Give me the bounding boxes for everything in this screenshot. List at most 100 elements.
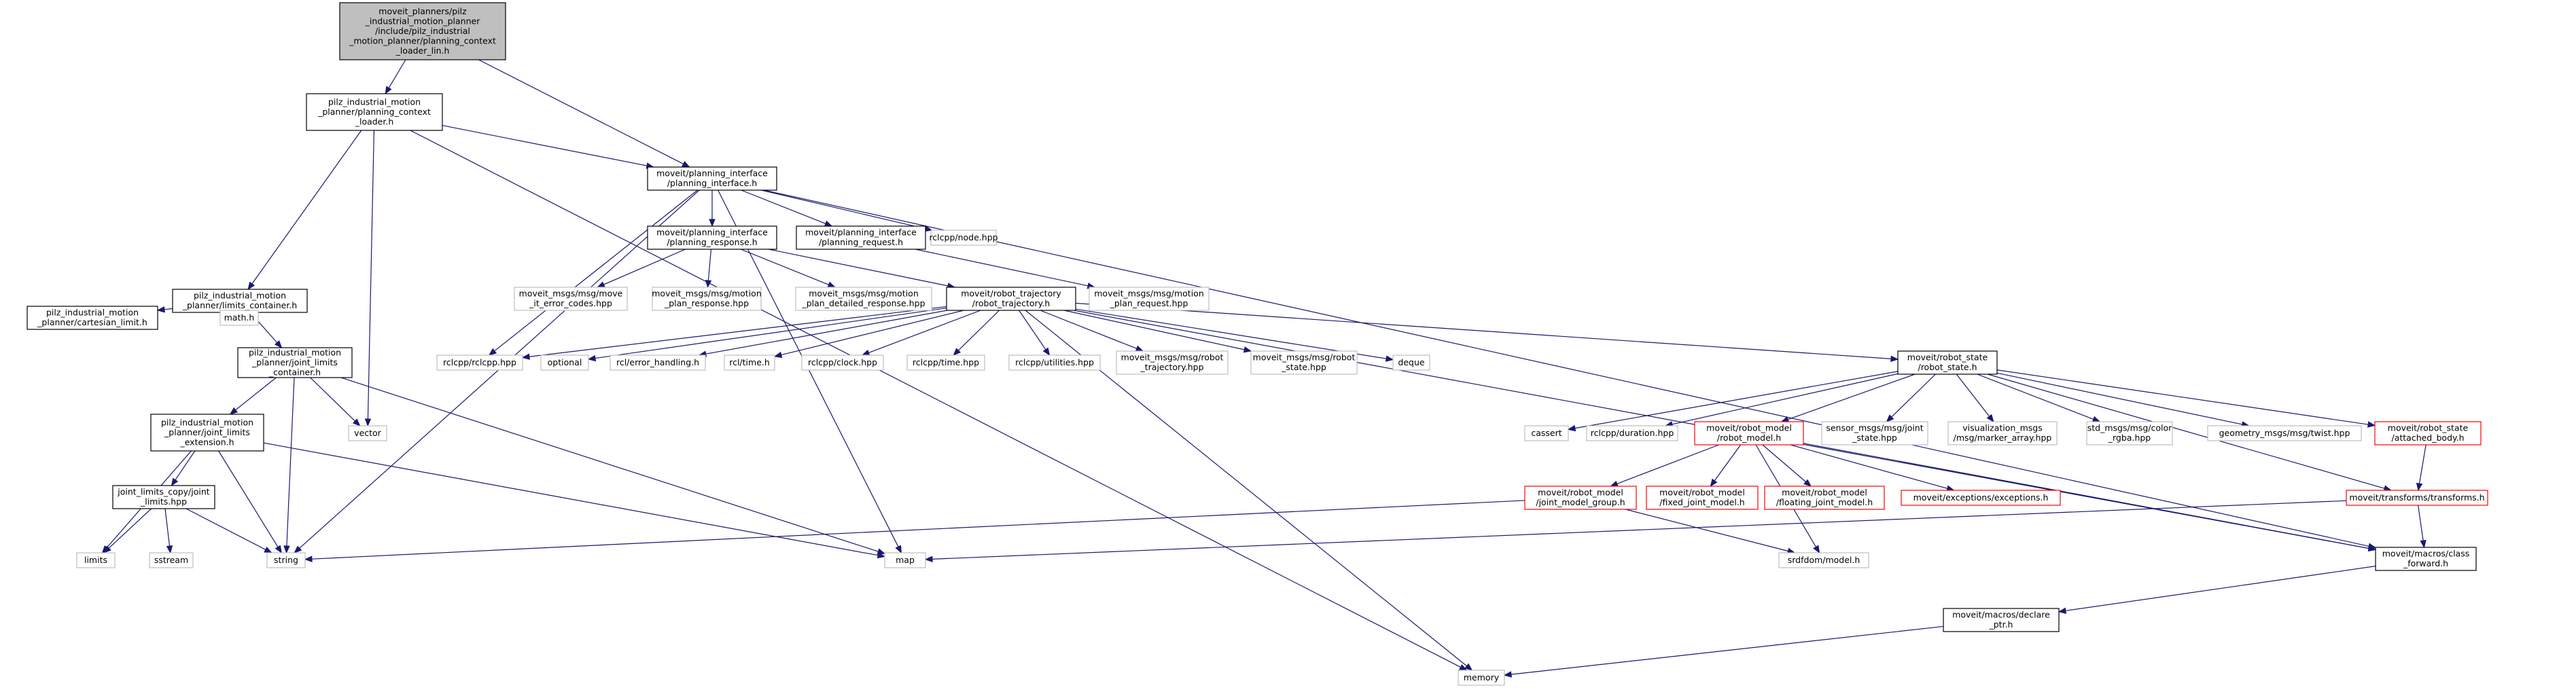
graph-node-duration[interactable]: rclcpp/duration.hpp	[1586, 425, 1678, 441]
graph-node-srdf[interactable]: srdfdom/model.h	[1778, 552, 1869, 568]
edge-rm-to-cf	[1803, 443, 2377, 551]
graph-node-string[interactable]: string	[266, 552, 306, 568]
node-label-line: _forward.h	[2403, 558, 2448, 568]
edge-arrowhead	[247, 281, 255, 291]
node-box	[1821, 421, 1928, 445]
node-box	[76, 552, 116, 568]
node-label-line: /msg/marker_array.hpp	[1954, 433, 2052, 443]
graph-node-rclcpp[interactable]: rclcpp/rclcpp.hpp	[436, 354, 523, 371]
graph-node-deque[interactable]: deque	[1392, 354, 1430, 371]
graph-node-sstream[interactable]: sstream	[149, 552, 194, 568]
edge-line	[218, 450, 279, 547]
node-label-line: /robot_trajectory.h	[972, 298, 1050, 308]
edge-line	[1075, 302, 1892, 359]
graph-node-rcleh[interactable]: rcl/error_handling.h	[610, 354, 706, 371]
node-box	[906, 354, 985, 371]
graph-node-crgba[interactable]: std_msgs/msg/color_rgba.hpp	[2086, 421, 2173, 445]
edge-rt-to-rcltime	[773, 310, 964, 359]
graph-node-pr[interactable]: moveit/planning_interface/planning_respo…	[647, 225, 777, 250]
graph-node-rt[interactable]: moveit/robot_trajectory/robot_trajectory…	[946, 287, 1076, 311]
graph-node-twist[interactable]: geometry_msgs/msg/twist.hpp	[2207, 425, 2362, 441]
graph-node-math[interactable]: math.h	[219, 310, 259, 326]
graph-node-mpr[interactable]: moveit_msgs/msg/motion_plan_response.hpp	[652, 287, 762, 311]
graph-node-mec[interactable]: moveit_msgs/msg/move_it_error_codes.hpp	[514, 287, 628, 311]
edge-ab-to-tf	[2416, 444, 2427, 492]
node-label-line: rclcpp/utilities.hpp	[1015, 357, 1094, 367]
graph-node-exc[interactable]: moveit/exceptions/exceptions.h	[1901, 490, 2061, 506]
node-label-line: _extension.h	[179, 437, 234, 447]
node-box	[1901, 490, 2061, 506]
graph-node-map[interactable]: map	[884, 552, 926, 568]
graph-node-cart[interactable]: pilz_industrial_motion_planner/cartesian…	[27, 306, 158, 330]
graph-node-util[interactable]: rclcpp/utilities.hpp	[1008, 354, 1101, 371]
graph-node-root[interactable]: moveit_planners/pilz_industrial_motion_p…	[339, 2, 506, 60]
node-box	[27, 306, 158, 330]
edge-line	[1977, 374, 2094, 420]
graph-node-jmg[interactable]: moveit/robot_model/joint_model_group.h	[1524, 486, 1637, 510]
graph-node-ab[interactable]: moveit/robot_state/attached_body.h	[2374, 421, 2482, 445]
graph-node-sjs[interactable]: sensor_msgs/msg/joint_state.hpp	[1821, 421, 1928, 445]
graph-node-pi[interactable]: moveit/planning_interface/planning_inter…	[647, 166, 777, 191]
node-box	[1943, 608, 2060, 632]
edge-line	[235, 377, 277, 411]
edge-arrowhead	[488, 348, 497, 356]
graph-node-memory[interactable]: memory	[1458, 670, 1505, 686]
node-box	[1524, 425, 1569, 441]
edge-pr-to-mec	[597, 249, 686, 288]
graph-node-decl[interactable]: moveit/macros/declare_ptr.h	[1943, 608, 2060, 632]
edge-arrowhead	[709, 219, 716, 227]
graph-node-node[interactable]: rclcpp/node.hpp	[929, 230, 998, 246]
graph-node-rcltime[interactable]: rcl/time.h	[724, 354, 775, 371]
node-box	[1524, 486, 1637, 510]
graph-node-optional[interactable]: optional	[540, 354, 589, 371]
edge-arrowhead	[773, 351, 783, 359]
edge-arrowhead	[953, 348, 961, 356]
node-box	[647, 166, 777, 191]
node-box	[348, 425, 387, 441]
graph-node-clock[interactable]: rclcpp/clock.hpp	[801, 354, 884, 371]
edge-preq-to-mpreq	[915, 249, 1096, 289]
node-box	[1392, 354, 1430, 371]
edge-arrowhead	[924, 556, 933, 563]
graph-node-rm[interactable]: moveit/robot_model/robot_model.h	[1694, 421, 1804, 445]
node-label-line: _industrial_motion_planner	[365, 16, 481, 26]
edge-arrowhead	[103, 545, 111, 553]
graph-node-flm[interactable]: moveit/robot_model/floating_joint_model.…	[1764, 486, 1885, 510]
graph-node-fjm[interactable]: moveit/robot_model/fixed_joint_model.h	[1646, 486, 1759, 510]
node-label-line: pilz_industrial_motion	[249, 347, 341, 357]
graph-node-mpdr[interactable]: moveit_msgs/msg/motion_plan_detailed_res…	[795, 287, 932, 311]
graph-node-vector[interactable]: vector	[348, 425, 387, 441]
node-label-line: visualization_msgs	[1962, 423, 2042, 433]
edge-line	[1987, 374, 2385, 489]
edge-rt-to-rs	[1075, 302, 1899, 363]
graph-node-preq[interactable]: moveit/planning_interface/planning_reque…	[796, 225, 926, 250]
edge-arrowhead	[1710, 478, 1718, 488]
graph-node-jle[interactable]: pilz_industrial_motion_planner/joint_lim…	[150, 414, 264, 452]
edge-line	[311, 500, 1525, 560]
graph-node-jlcopy[interactable]: joint_limits_copy/joint_limits.hpp	[112, 485, 215, 509]
edge-line	[410, 130, 1461, 668]
edge-rs-to-vma	[1956, 374, 1994, 423]
graph-node-limits[interactable]: limits	[76, 552, 116, 568]
graph-node-mrt[interactable]: moveit_msgs/msg/robot_trajectory.hpp	[1116, 350, 1229, 375]
graph-node-lc[interactable]: pilz_industrial_motion_planner/limits_co…	[172, 289, 308, 313]
graph-node-jlc[interactable]: pilz_industrial_motion_planner/joint_lim…	[237, 347, 353, 378]
graph-node-mpreq[interactable]: moveit_msgs/msg/motion_plan_request.hpp	[1089, 287, 1210, 311]
node-label-line: rclcpp/rclcpp.hpp	[443, 357, 516, 367]
edge-tf-to-map	[924, 500, 2347, 563]
node-label-line: _planner/joint_limits	[251, 357, 338, 367]
graph-node-cf[interactable]: moveit/macros/class_forward.h	[2375, 547, 2477, 571]
graph-node-pcl[interactable]: pilz_industrial_motion_planner/planning_…	[306, 93, 443, 131]
graph-node-mrs[interactable]: moveit_msgs/msg/robot_state.hpp	[1250, 350, 1358, 375]
node-box	[796, 225, 926, 250]
graph-node-rs[interactable]: moveit/robot_state/robot_state.h	[1897, 350, 1998, 375]
edge-arrowhead	[229, 407, 238, 415]
edge-rm-to-flm	[1762, 444, 1812, 487]
graph-node-timehpp[interactable]: rclcpp/time.hpp	[906, 354, 985, 371]
graph-node-tf[interactable]: moveit/transforms/transforms.h	[2346, 490, 2488, 506]
graph-node-cassert[interactable]: cassert	[1524, 425, 1569, 441]
graph-node-vma[interactable]: visualization_msgs/msg/marker_array.hpp	[1947, 421, 2058, 445]
edge-line	[1511, 625, 1944, 675]
edge-arrowhead	[294, 545, 302, 553]
node-box	[150, 414, 264, 452]
